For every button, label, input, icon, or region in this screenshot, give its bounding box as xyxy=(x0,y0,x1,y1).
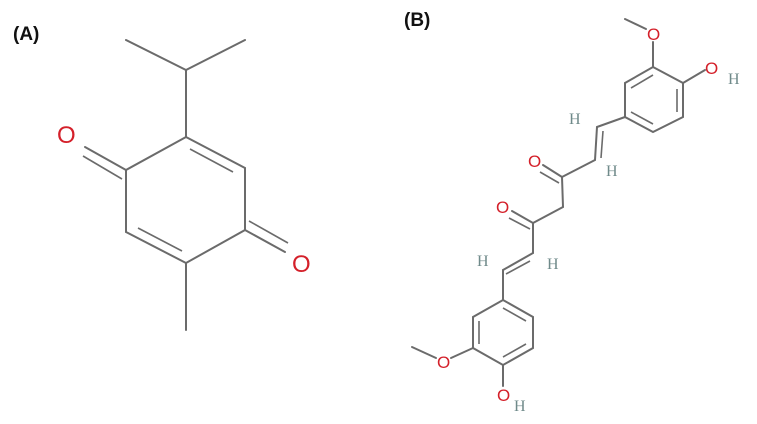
panel-a-label: (A) xyxy=(13,24,40,45)
panel-b-label: (B) xyxy=(404,10,431,31)
carbonyl-bond xyxy=(244,229,286,253)
oxygen-atom: O xyxy=(528,152,541,171)
aromatic-inner xyxy=(630,74,654,89)
vinyl-double xyxy=(502,252,534,271)
hydrogen-atom: H xyxy=(569,111,581,128)
methoxy-bond xyxy=(624,18,647,30)
aromatic-inner xyxy=(630,111,654,125)
oxygen-atom: O xyxy=(496,198,509,217)
methoxy-bond xyxy=(450,347,474,359)
keto-bond-2 xyxy=(508,217,531,230)
oxygen-atom: O xyxy=(497,386,510,405)
vinyl-double-2 xyxy=(505,260,531,275)
keto-bond-2 xyxy=(539,171,560,184)
carbonyl-bond xyxy=(84,146,127,171)
bond xyxy=(596,116,626,128)
hydrogen-atom: H xyxy=(514,398,526,415)
keto-bond xyxy=(542,164,563,178)
hydrogen-atom: H xyxy=(728,71,740,88)
ring-b-top xyxy=(624,65,684,134)
ring-a xyxy=(125,135,246,265)
oxygen-atom: O xyxy=(437,353,450,372)
double-bond-inner xyxy=(137,227,183,252)
hydrogen-atom: H xyxy=(547,256,559,273)
double-bond-inner xyxy=(189,148,234,173)
carbonyl-bond-2 xyxy=(82,155,123,180)
bond xyxy=(561,159,596,178)
oxygen-atom: O xyxy=(292,251,311,278)
vinyl-double-2 xyxy=(600,130,604,159)
structure-a: O O xyxy=(57,39,311,331)
oxygen-atom: O xyxy=(705,59,718,78)
keto-bond xyxy=(511,210,534,224)
vinyl-double xyxy=(594,126,598,161)
structure-b: O O H H H O O H H O O H xyxy=(411,18,740,415)
bond xyxy=(532,206,564,224)
ring-b-bottom xyxy=(472,298,534,367)
isopropyl-bonds xyxy=(125,39,246,72)
hydrogen-atom: H xyxy=(606,163,618,180)
aromatic-inner xyxy=(502,307,527,322)
hydroxy-bond xyxy=(682,69,706,84)
bond xyxy=(561,176,564,208)
oxygen-atom: O xyxy=(647,25,660,44)
carbonyl-bond-2 xyxy=(248,220,289,244)
hydrogen-atom: H xyxy=(477,253,489,270)
aromatic-inner xyxy=(502,343,527,358)
methoxy-bond xyxy=(411,346,437,359)
oxygen-atom: O xyxy=(57,122,76,149)
